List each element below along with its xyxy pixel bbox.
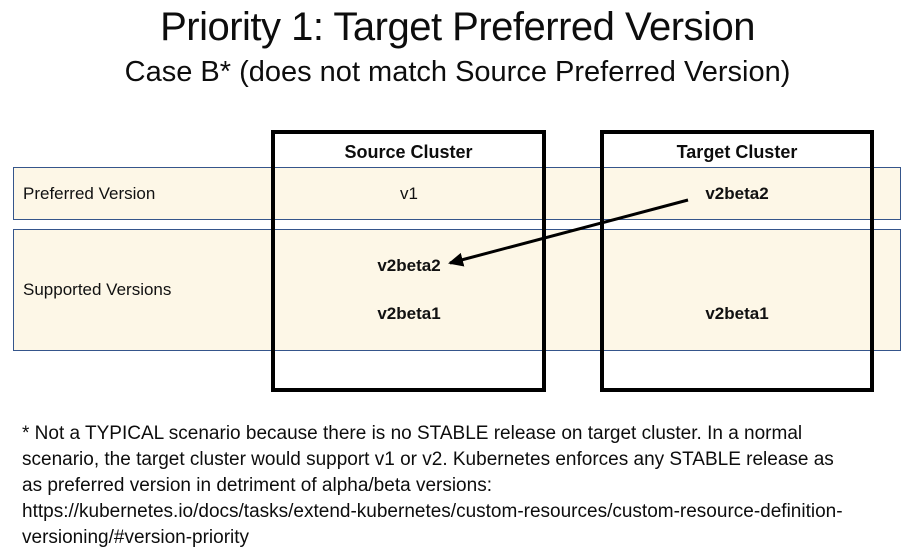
target-cluster-header: Target Cluster (676, 142, 798, 162)
source-supported-version-value-2: v2beta1 (377, 304, 441, 323)
target-preferred-version-value: v2beta2 (705, 184, 769, 203)
source-cluster-header: Source Cluster (344, 142, 473, 162)
source-preferred-version-value: v1 (400, 184, 418, 203)
preferred-version-row-label: Preferred Version (23, 183, 156, 203)
target-supported-version-value-1: v2beta1 (705, 304, 769, 323)
footnote-url-line-2: versioning/#version-priority (22, 527, 250, 547)
supported-versions-row-label: Supported Versions (23, 280, 172, 299)
target-cluster-box: Target Cluster (600, 130, 874, 392)
slide-subtitle: Case B* (does not match Source Preferred… (124, 56, 791, 88)
footnote-url-line-1: https://kubernetes.io/docs/tasks/extend-… (22, 501, 843, 522)
footnote-line-2: scenario, the target cluster would suppo… (22, 449, 834, 470)
footnote-line-1: * Not a TYPICAL scenario because there i… (22, 423, 803, 444)
slide-title: Priority 1: Target Preferred Version (160, 5, 755, 49)
footnote: * Not a TYPICAL scenario because there i… (22, 421, 843, 547)
source-supported-version-value-1: v2beta2 (377, 256, 441, 275)
footnote-line-3: as preferred version in detriment of alp… (22, 475, 492, 496)
source-cluster-box: Source Cluster (271, 130, 546, 392)
